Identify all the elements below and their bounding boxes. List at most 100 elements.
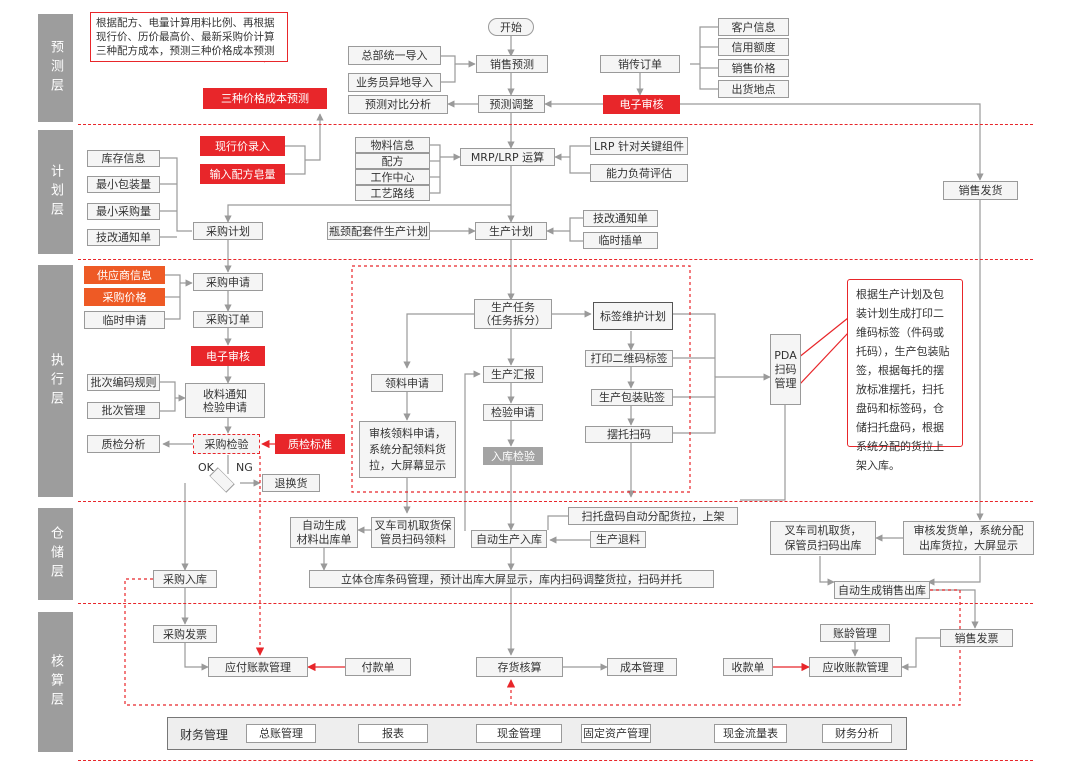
- bottleneck-plan: 瓶颈配套件生产计划: [327, 222, 430, 240]
- current-price-entry: 现行价录入: [200, 136, 285, 156]
- red-connectors: [124, 31, 961, 706]
- customer-info: 客户信息: [718, 18, 789, 36]
- sales-invoice: 销售发票: [940, 629, 1013, 647]
- production-plan: 生产计划: [475, 222, 547, 240]
- lrp-key-component: LRP 针对关键组件: [590, 137, 688, 155]
- payable-manage: 应付账款管理: [208, 657, 308, 677]
- qc-standard: 质检标准: [275, 434, 345, 454]
- ng-label: NG: [236, 461, 253, 474]
- material-request: 领料申请: [371, 374, 443, 392]
- credit-limit: 信用额度: [718, 38, 789, 56]
- start-node: 开始: [488, 18, 534, 36]
- remote-import: 业务员异地导入: [348, 73, 441, 92]
- min-purchase: 最小采购量: [87, 203, 160, 220]
- layer-accounting: 核算层: [38, 612, 73, 752]
- execute-e-review: 电子审核: [191, 346, 265, 366]
- sales-price: 销售价格: [718, 59, 789, 77]
- forecast-compare: 预测对比分析: [348, 95, 448, 114]
- auto-sales-out: 自动生成销售出库: [834, 581, 930, 599]
- return-exchange: 退换货: [262, 474, 320, 492]
- three-price-forecast: 三种价格成本预测: [203, 88, 327, 109]
- batch-manage: 批次管理: [87, 402, 160, 419]
- review-shipment: 审核发货单，系统分配 出库货拉，大屏显示: [903, 521, 1034, 555]
- capacity-eval: 能力负荷评估: [590, 164, 688, 182]
- batch-code-rule: 批次编码规则: [87, 374, 160, 391]
- sales-forecast: 销售预测: [476, 55, 548, 73]
- production-return: 生产退料: [590, 531, 646, 548]
- temp-insert-order: 临时插单: [583, 232, 658, 249]
- purchase-invoice: 采购发票: [153, 625, 217, 643]
- purchase-price: 采购价格: [84, 288, 165, 306]
- separator: [78, 259, 1033, 260]
- formula-entry: 输入配方皂量: [200, 164, 285, 184]
- tech-change-notice-2: 技改通知单: [583, 210, 658, 227]
- finance-item: 现金管理: [476, 724, 562, 743]
- sales-order: 销传订单: [600, 55, 680, 73]
- finance-item: 现金流量表: [714, 724, 787, 743]
- purchase-in: 采购入库: [153, 570, 217, 588]
- ship-place: 出货地点: [718, 80, 789, 98]
- cost-manage: 成本管理: [607, 658, 677, 676]
- separator: [78, 760, 1033, 761]
- receipt-voucher: 收款单: [723, 658, 773, 676]
- aging-manage: 账龄管理: [820, 624, 890, 642]
- separator: [78, 603, 1033, 604]
- payment-voucher: 付款单: [345, 658, 411, 676]
- finance-item: 固定资产管理: [581, 724, 651, 743]
- qc-analysis: 质检分析: [87, 435, 160, 453]
- pda-note: 根据生产计划及包装计划生成打印二维码标签（件码或托码），生产包装贴签，根据每托的…: [847, 279, 963, 472]
- purchase-inspection: 采购检验: [193, 434, 260, 454]
- pallet-auto-shelf: 扫托盘码自动分配货拉，上架: [568, 507, 738, 525]
- review-material-request: 审核领料申请，系统分配领料货拉，大屏幕显示: [359, 421, 456, 478]
- finance-title: 财务管理: [180, 728, 229, 742]
- finance-item: 财务分析: [822, 724, 892, 743]
- inventory-accounting: 存货核算: [476, 657, 563, 677]
- layer-execute: 执行层: [38, 265, 73, 497]
- stereo-warehouse: 立体仓库条码管理，预计出库大屏显示，库内扫码调整货拉，扫码并托: [309, 570, 714, 588]
- forecast-note: 根据配方、电量计算用料比例、再根据现行价、历价最高价、最新采购价计算三种配方成本…: [90, 12, 288, 62]
- production-task: 生产任务 （任务拆分）: [474, 299, 552, 329]
- receive-notice: 收料通知 检验申请: [185, 383, 265, 418]
- pack-label: 生产包装贴签: [591, 389, 673, 406]
- inspection-request: 检验申请: [483, 404, 543, 421]
- finance-item: 总账管理: [246, 724, 316, 743]
- auto-material-out: 自动生成 材料出库单: [290, 517, 358, 548]
- separator: [78, 124, 1033, 125]
- layer-warehouse: 仓储层: [38, 508, 73, 600]
- sales-shipment: 销售发货: [943, 181, 1018, 200]
- material-info: 物料信息: [355, 137, 430, 153]
- pda-scan-manage: PDA 扫码 管理: [770, 334, 801, 405]
- receivable-manage: 应收账款管理: [809, 657, 902, 677]
- purchase-order: 采购订单: [193, 311, 263, 328]
- forklift-out: 叉车司机取货， 保管员扫码出库: [770, 521, 876, 555]
- finance-item: 报表: [358, 724, 428, 743]
- formula: 配方: [355, 153, 430, 169]
- purchase-request: 采购申请: [193, 273, 263, 291]
- stock-info: 库存信息: [87, 150, 160, 167]
- supplier-info: 供应商信息: [84, 266, 165, 284]
- tech-change-notice: 技改通知单: [87, 229, 160, 246]
- separator: [78, 501, 1033, 502]
- temp-request: 临时申请: [84, 311, 165, 329]
- gray-connectors: [160, 26, 984, 671]
- min-pack: 最小包装量: [87, 176, 160, 193]
- work-center: 工作中心: [355, 169, 430, 185]
- production-report: 生产汇报: [483, 366, 543, 383]
- store-inspection: 入库检验: [483, 447, 543, 465]
- forecast-adjust: 预测调整: [478, 95, 545, 113]
- layer-forecast: 预测层: [38, 14, 73, 122]
- forecast-e-review: 电子审核: [603, 95, 680, 114]
- process-route: 工艺路线: [355, 185, 430, 201]
- ok-label: OK: [198, 461, 214, 474]
- print-qr-label: 打印二维码标签: [585, 350, 673, 367]
- purchase-plan: 采购计划: [193, 222, 263, 240]
- label-maintenance-plan: 标签维护计划: [593, 302, 673, 330]
- hq-import: 总部统一导入: [348, 46, 441, 65]
- layer-plan: 计划层: [38, 130, 73, 254]
- forklift-pick: 叉车司机取货保管员扫码领料: [371, 517, 455, 548]
- pallet-scan: 摆托扫码: [585, 426, 673, 443]
- auto-production-in: 自动生产入库: [471, 530, 547, 548]
- mrp-calc: MRP/LRP 运算: [460, 148, 555, 166]
